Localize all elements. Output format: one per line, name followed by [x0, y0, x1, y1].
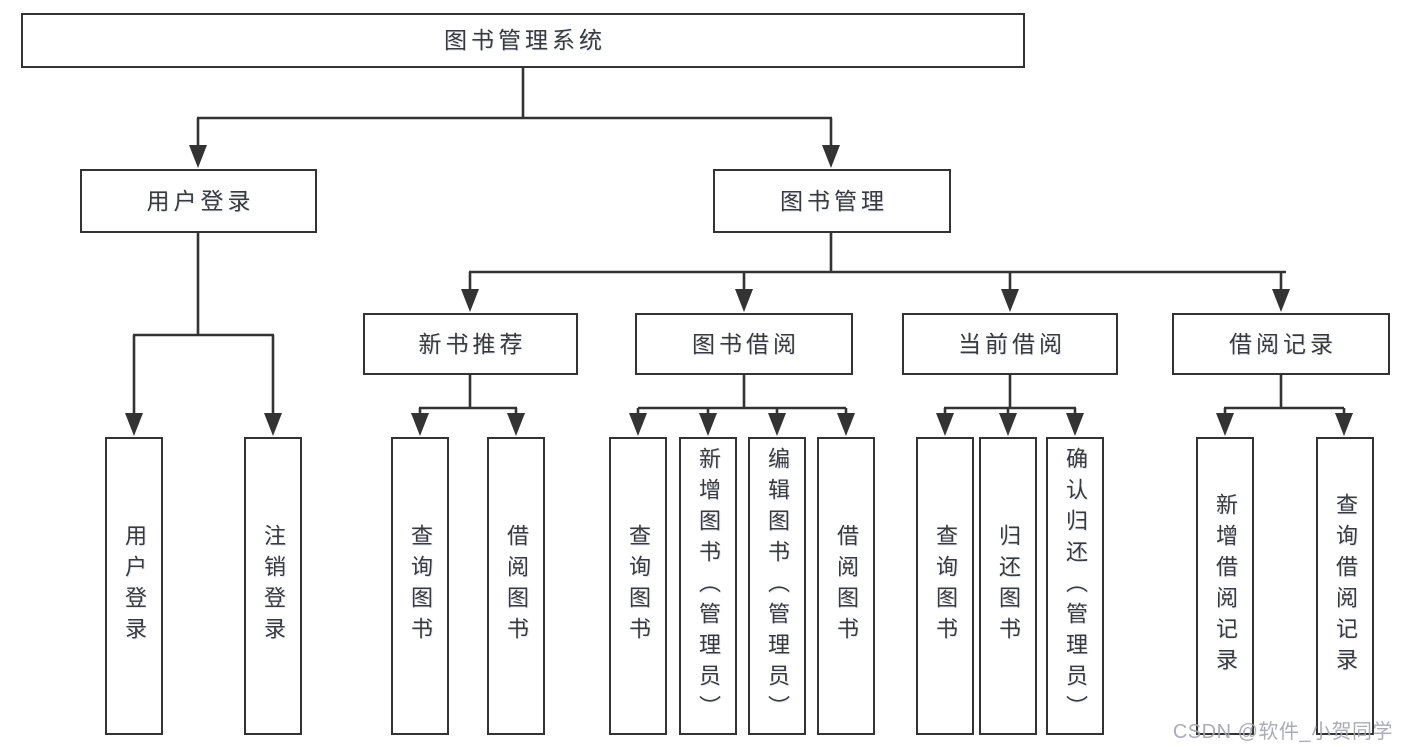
- leaf-query-borrow-record: 查询借阅记录: [1316, 437, 1374, 735]
- node-label: 查询图书: [933, 524, 958, 648]
- node-label: 查询图书: [408, 524, 433, 648]
- node-label: 新书推荐: [418, 330, 527, 357]
- leaf-user-login: 用户登录: [105, 437, 163, 735]
- node-label: 当前借阅: [958, 330, 1066, 357]
- node-label: 图书管理: [780, 187, 888, 214]
- node-label: 查询借阅记录: [1333, 493, 1358, 679]
- leaf-borrow-books-recommend: 借阅图书: [487, 437, 545, 735]
- node-label: 借阅图书: [834, 524, 859, 648]
- node-label: 用户登录: [146, 187, 255, 214]
- leaf-borrow-books-borrow: 借阅图书: [817, 437, 875, 735]
- leaf-confirm-return-admin: 确认归还（管理员）: [1046, 437, 1104, 735]
- node-label: 图书借阅: [692, 330, 800, 357]
- node-label: 归还图书: [996, 524, 1021, 648]
- node-current-borrow: 当前借阅: [902, 313, 1118, 375]
- leaf-query-books-borrow: 查询图书: [609, 437, 667, 735]
- node-new-book-recommend: 新书推荐: [363, 313, 578, 375]
- node-label: 新增借阅记录: [1213, 493, 1238, 679]
- node-label: 注销登录: [261, 524, 286, 648]
- node-user-login: 用户登录: [80, 169, 317, 233]
- node-label: 借阅图书: [504, 524, 529, 648]
- node-book-management: 图书管理: [713, 169, 951, 233]
- leaf-query-books-current: 查询图书: [916, 437, 974, 735]
- node-borrow-records: 借阅记录: [1172, 313, 1390, 375]
- leaf-add-borrow-record: 新增借阅记录: [1196, 437, 1254, 735]
- leaf-edit-book-admin: 编辑图书（管理员）: [748, 437, 806, 735]
- node-label: 用户登录: [122, 524, 147, 648]
- leaf-return-book: 归还图书: [979, 437, 1037, 735]
- node-root-library-system: 图书管理系统: [21, 13, 1025, 68]
- node-label: 查询图书: [626, 524, 651, 648]
- connector-arrowheads: [125, 145, 1353, 436]
- csdn-watermark: CSDN @软件_小贺同学: [1172, 721, 1393, 743]
- node-label: 确认归还（管理员）: [1063, 446, 1088, 726]
- node-label: 新增图书（管理员）: [696, 446, 721, 726]
- leaf-query-books-recommend: 查询图书: [391, 437, 449, 735]
- node-label: 借阅记录: [1229, 330, 1337, 357]
- node-label: 编辑图书（管理员）: [765, 446, 790, 726]
- node-label: 图书管理系统: [444, 27, 606, 53]
- node-book-borrow: 图书借阅: [635, 313, 853, 375]
- leaf-logout: 注销登录: [244, 437, 302, 735]
- leaf-add-book-admin: 新增图书（管理员）: [679, 437, 737, 735]
